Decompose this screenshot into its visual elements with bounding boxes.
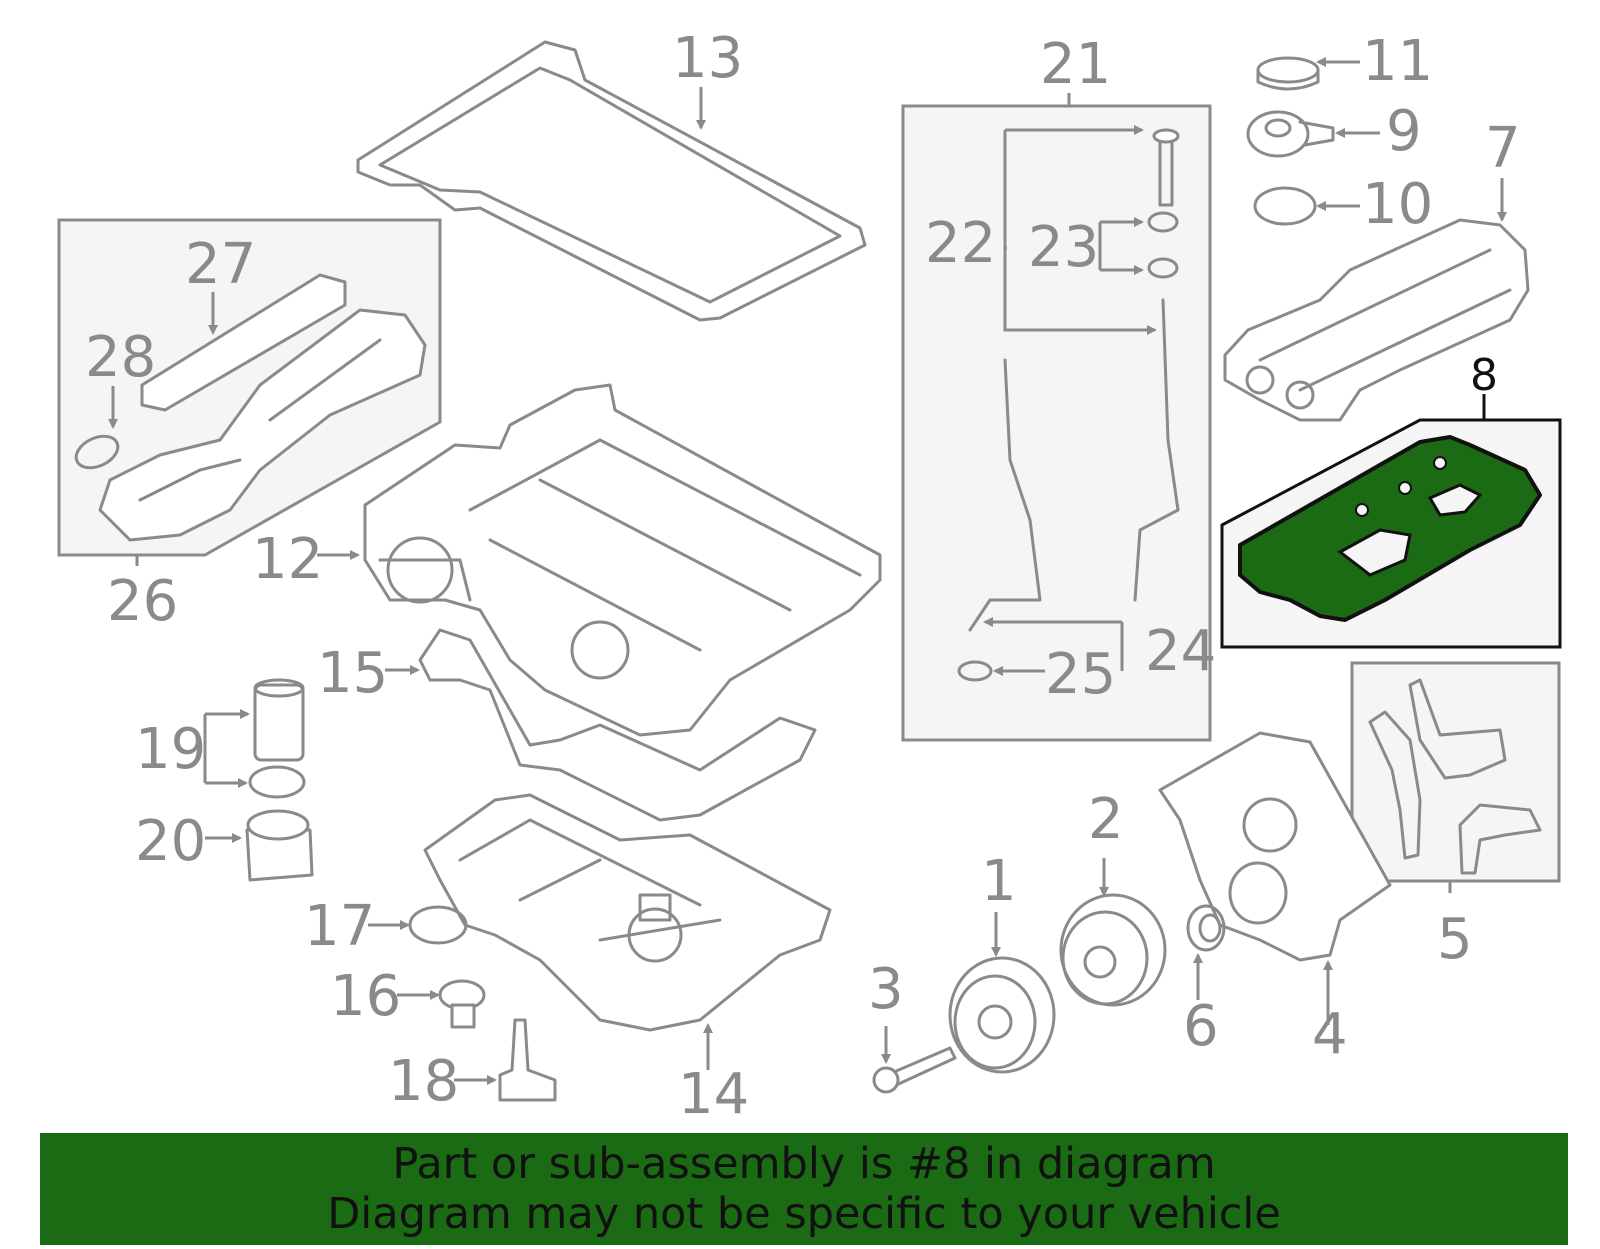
part-5-gasket-c[interactable] [1458, 803, 1542, 875]
label-15: 15 [317, 641, 388, 706]
part-1-pulley[interactable] [948, 956, 1056, 1074]
label-12: 12 [252, 527, 323, 592]
part-9-filler-neck[interactable] [1246, 110, 1335, 158]
label-14: 14 [678, 1062, 749, 1127]
label-28: 28 [85, 325, 156, 390]
info-banner: Part or sub-assembly is #8 in diagram Di… [40, 1133, 1568, 1245]
part-27-gasket[interactable] [140, 273, 347, 412]
part-28-o-ring[interactable] [71, 430, 123, 474]
part-23-o-ring-a[interactable] [1147, 211, 1179, 233]
label-18: 18 [388, 1049, 459, 1114]
part-19-filter[interactable] [253, 683, 305, 762]
part-19-o-ring[interactable] [248, 765, 306, 799]
part-11-oil-cap[interactable] [1256, 56, 1320, 91]
part-20-filter-cap[interactable] [245, 809, 314, 882]
label-2: 2 [1088, 787, 1124, 852]
group-box-5 [1350, 661, 1561, 883]
part-2-damper[interactable] [1059, 893, 1167, 1007]
part-3-bolt[interactable] [872, 1046, 957, 1094]
label-10: 10 [1362, 172, 1433, 237]
label-5: 5 [1437, 907, 1473, 972]
label-7: 7 [1485, 116, 1521, 181]
label-6: 6 [1183, 994, 1219, 1059]
banner-line-1: Part or sub-assembly is #8 in diagram [392, 1139, 1216, 1189]
part-18-sensor[interactable] [498, 1018, 557, 1102]
part-5-gasket-a[interactable] [1368, 710, 1422, 860]
label-4: 4 [1312, 1002, 1348, 1067]
label-27: 27 [185, 232, 256, 297]
group-box-8 [1220, 394, 1562, 649]
group-box-21 [901, 104, 1212, 742]
part-15-gasket[interactable] [418, 628, 817, 822]
part-25-o-ring[interactable] [957, 660, 993, 682]
part-6-seal[interactable] [1186, 904, 1226, 952]
part-17-o-ring[interactable] [408, 905, 468, 945]
label-9: 9 [1386, 99, 1422, 164]
part-23-o-ring-b[interactable] [1147, 257, 1179, 279]
label-17: 17 [304, 894, 375, 959]
label-1: 1 [981, 849, 1017, 914]
label-25: 25 [1045, 642, 1116, 707]
part-7-valve-cover[interactable] [1223, 218, 1530, 422]
part-4-timing-cover[interactable] [1158, 731, 1392, 962]
part-8-valve-cover-gasket[interactable] [1238, 435, 1542, 622]
label-19: 19 [135, 717, 206, 782]
part-22-dipstick[interactable] [1133, 298, 1180, 602]
label-20: 20 [135, 809, 206, 874]
label-16: 16 [330, 964, 401, 1029]
part-12-oil-pan[interactable] [363, 383, 882, 737]
label-13: 13 [672, 26, 743, 91]
part-5-gasket-b[interactable] [1408, 678, 1507, 780]
group-box-26 [57, 218, 442, 557]
part-14-lower-pan[interactable] [423, 793, 832, 1032]
banner-line-2: Diagram may not be specific to your vehi… [327, 1189, 1281, 1239]
part-10-seal[interactable] [1253, 186, 1317, 226]
part-16-drain-plug[interactable] [438, 979, 486, 1029]
label-22: 22 [925, 211, 996, 276]
label-23: 23 [1028, 215, 1099, 280]
label-21: 21 [1040, 32, 1111, 97]
label-24: 24 [1145, 619, 1216, 684]
label-3: 3 [868, 957, 904, 1022]
label-8[interactable]: 8 [1470, 350, 1498, 401]
label-26: 26 [107, 569, 178, 634]
part-13-gasket[interactable] [356, 40, 867, 322]
label-11: 11 [1362, 29, 1433, 94]
